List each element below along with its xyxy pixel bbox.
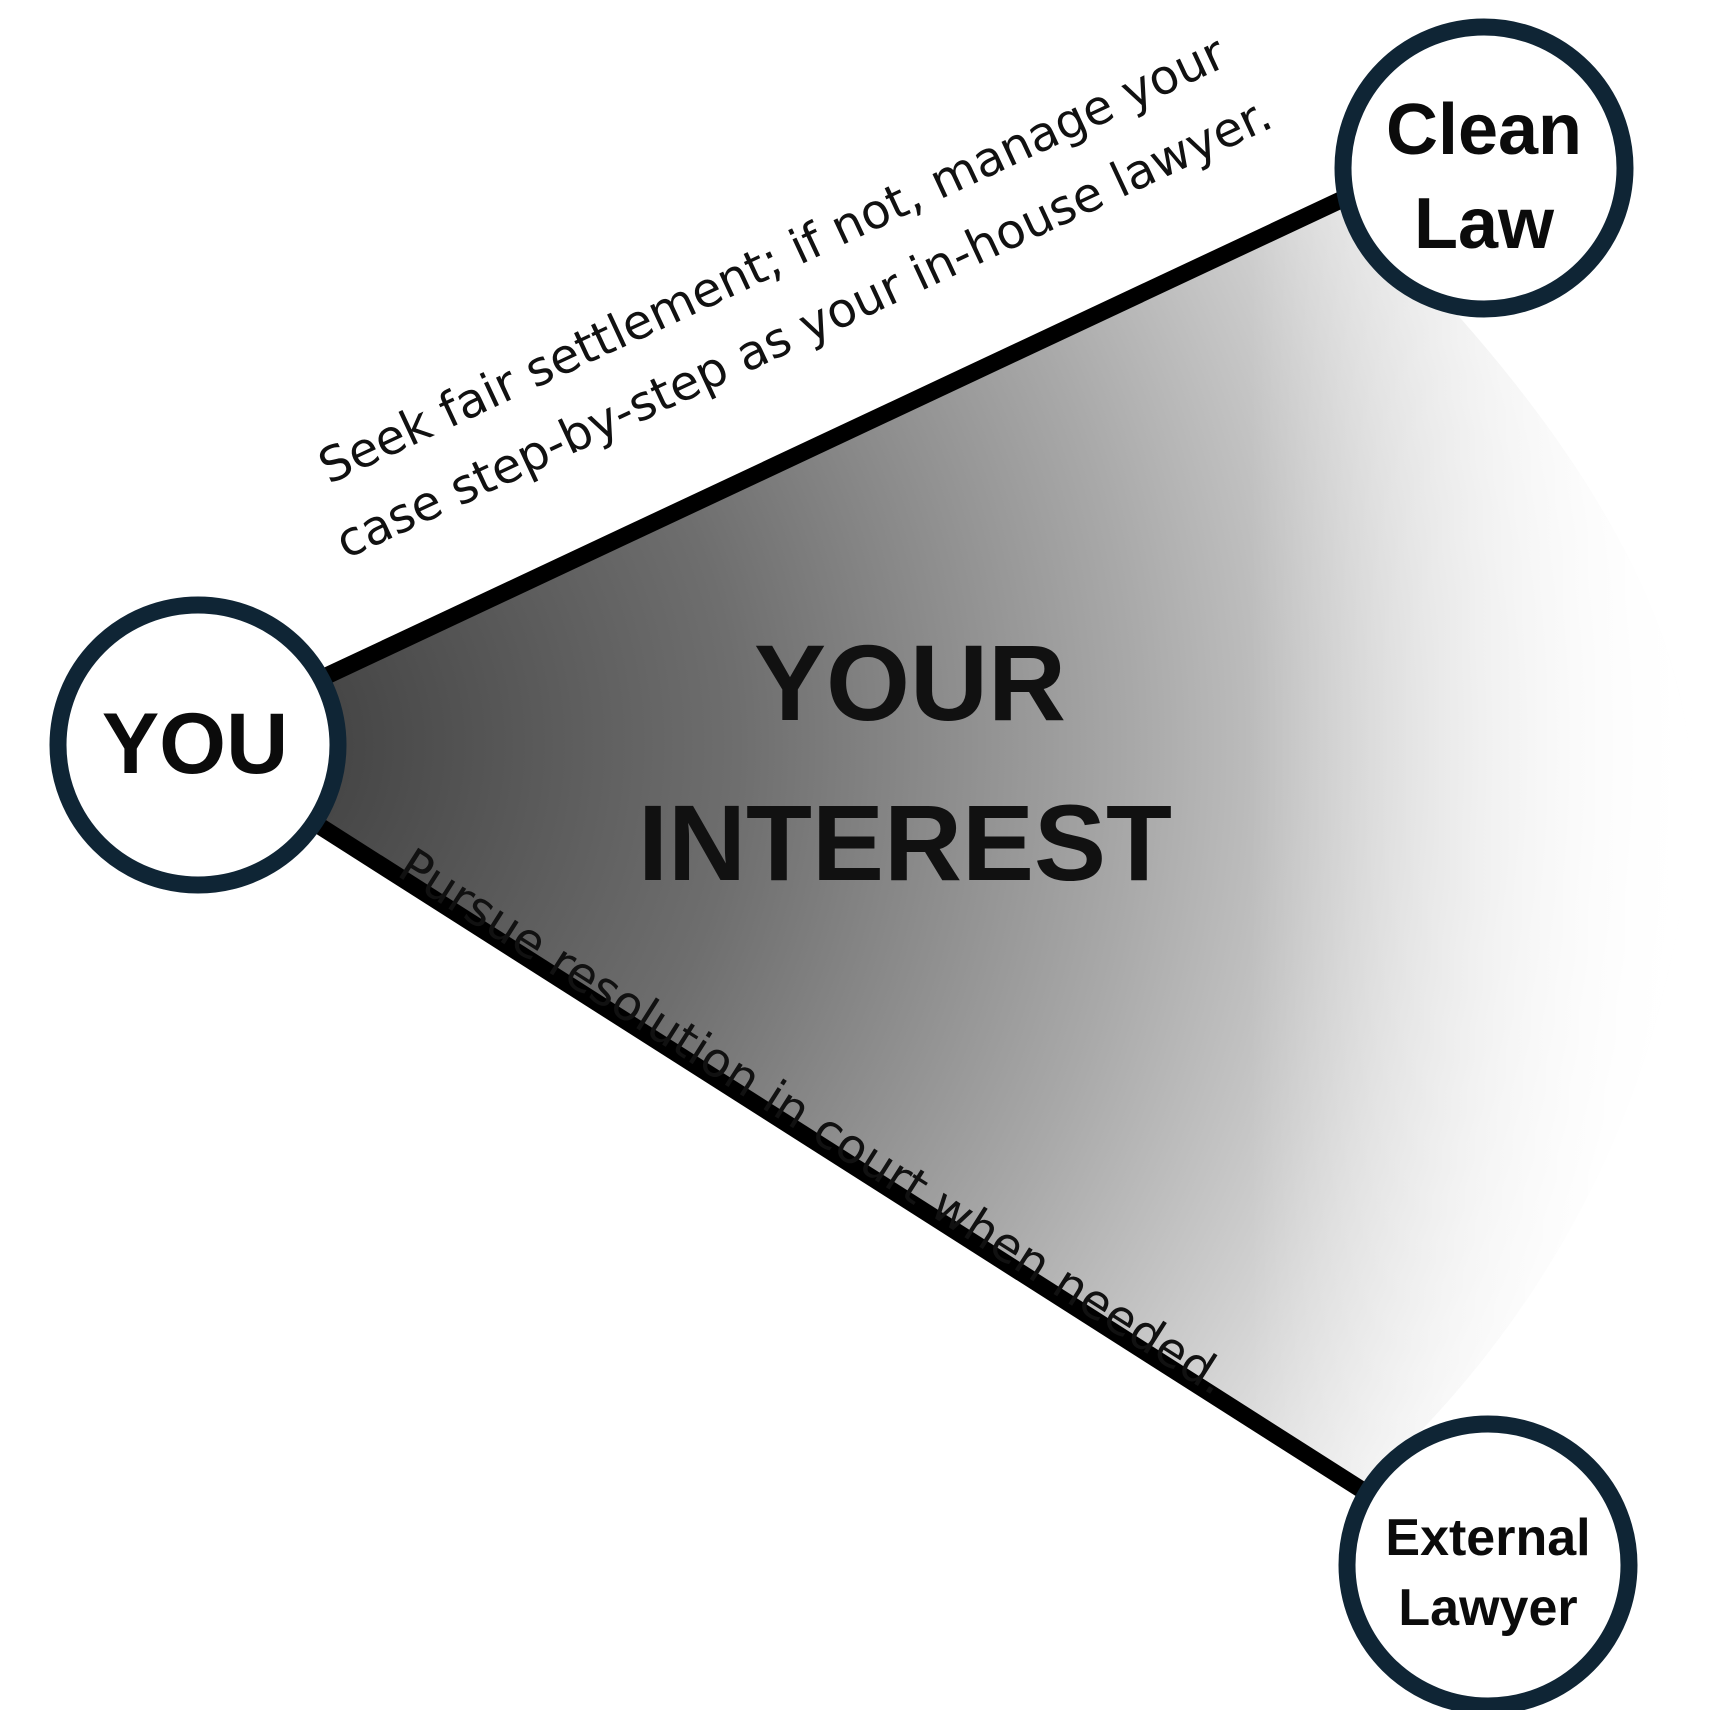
node-external-lawyer-circle [1338,1415,1638,1710]
node-external-lawyer-line1: External [1385,1509,1590,1567]
center-label-line1: YOUR [754,622,1066,743]
node-clean-law-line2: Law [1414,184,1555,264]
node-you: YOU [49,596,347,894]
node-external-lawyer: External Lawyer [1338,1415,1638,1710]
node-you-circle [49,596,347,894]
node-clean-law-circle [1334,18,1634,318]
node-external-lawyer-line2: Lawyer [1398,1579,1577,1637]
edge-line-upper [318,190,1349,686]
center-label-line2: INTEREST [638,782,1172,903]
node-you-label: YOU [102,696,288,792]
node-clean-law: Clean Law [1334,18,1634,318]
node-clean-law-line1: Clean [1386,90,1582,170]
edge-line-lower [313,817,1367,1498]
